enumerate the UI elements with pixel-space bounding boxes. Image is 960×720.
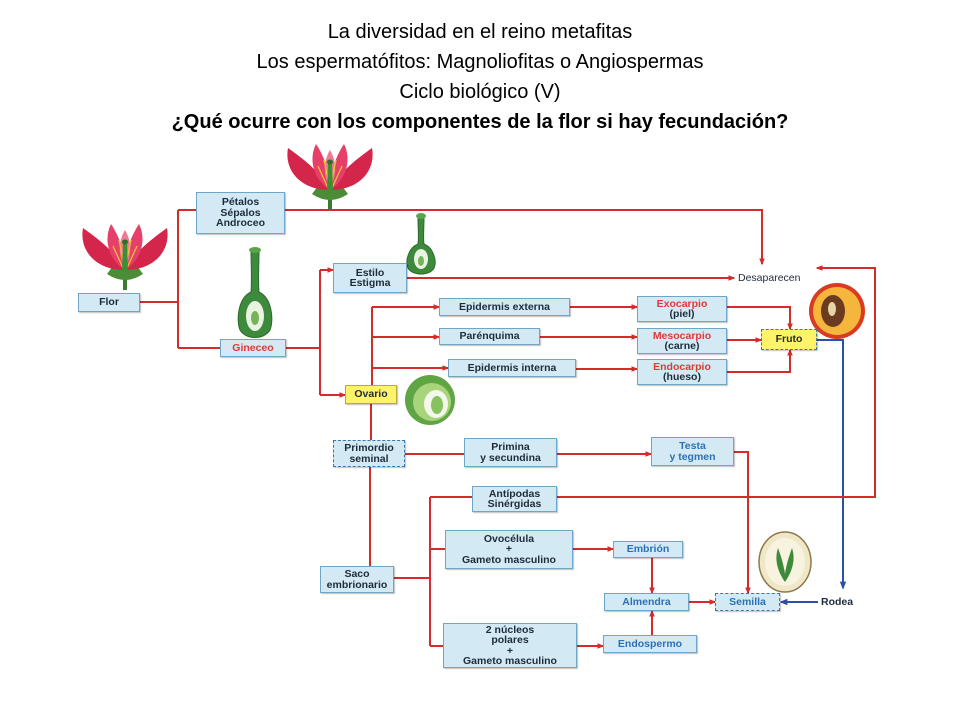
node-testa-line-1: Testa xyxy=(679,440,706,452)
node-endocarpio-line-2: (hueso) xyxy=(663,371,701,383)
node-gineceo: Gineceo xyxy=(220,339,286,357)
label-rodea: Rodea xyxy=(821,596,854,608)
node-saco-line-2: embrionario xyxy=(326,578,388,591)
node-flor-label: Flor xyxy=(99,296,119,309)
node-primordio-line-2: seminal xyxy=(349,452,389,465)
pistil-illustration xyxy=(406,213,436,275)
gynoecium-illustration xyxy=(237,247,273,338)
node-almendra: Almendra xyxy=(604,593,689,611)
node-embrion: Embrión xyxy=(613,541,683,558)
node-estilo-estigma: Estilo Estigma xyxy=(333,263,407,293)
node-flor: Flor xyxy=(78,293,140,312)
node-epidermis-externa-label: Epidermis externa xyxy=(458,300,551,313)
node-exocarpio-line-1: Exocarpio xyxy=(656,297,708,310)
node-ovocelula-gameto: Ovocélula + Gameto masculino xyxy=(445,530,573,569)
connector-testa-semilla xyxy=(734,451,751,595)
node-testa-line-2: y tegmen xyxy=(669,450,716,463)
node-saco-line-1: Saco xyxy=(344,568,370,580)
node-petalos-line-1: Pétalos xyxy=(221,196,260,209)
node-endospermo-label: Endospermo xyxy=(617,637,683,650)
connector-petalos-desaparecen xyxy=(285,209,765,266)
node-exocarpio-line-2: (piel) xyxy=(669,308,695,320)
node-nucleos-line-4: Gameto masculino xyxy=(463,655,557,667)
connector-fruto-rodea xyxy=(817,339,847,590)
node-fruto-label: Fruto xyxy=(775,333,803,346)
node-primordio-line-1: Primordio xyxy=(344,442,394,454)
node-ovocelula-line-3: Gameto masculino xyxy=(462,553,556,566)
slide-title-line-2: Los espermatófitos: Magnoliofitas o Angi… xyxy=(256,51,704,73)
connector-gineceo-trunk xyxy=(286,270,321,395)
node-primina-secundina: Primina y secundina xyxy=(464,438,557,467)
node-ovocelula-line-1: Ovocélula xyxy=(483,532,535,545)
node-ovario-label: Ovario xyxy=(354,388,388,401)
connector-saco-trunk xyxy=(394,497,431,646)
node-endocarpio: Endocarpio (hueso) xyxy=(637,359,727,385)
node-endospermo: Endospermo xyxy=(603,635,697,653)
node-epidermis-interna-label: Epidermis interna xyxy=(467,361,557,374)
node-nucleos-polares-gameto: 2 núcleos polares + Gameto masculino xyxy=(443,623,577,668)
flower-illustration-top xyxy=(286,143,374,211)
node-testa-tegmen: Testa y tegmen xyxy=(651,437,734,466)
node-primina-line-2: y secundina xyxy=(480,451,541,464)
node-saco-embrionario: Saco embrionario xyxy=(320,566,394,593)
node-ovocelula-line-2: + xyxy=(505,543,513,556)
node-semilla: Semilla xyxy=(715,593,780,611)
node-semilla-label: Semilla xyxy=(729,595,766,608)
node-fruto: Fruto xyxy=(761,329,817,350)
node-mesocarpio-line-1: Mesocarpio xyxy=(652,329,712,342)
node-ovario: Ovario xyxy=(345,385,397,404)
node-nucleos-line-2: polares xyxy=(491,634,529,646)
node-endocarpio-line-1: Endocarpio xyxy=(653,360,711,373)
node-primina-line-1: Primina xyxy=(491,441,530,453)
connector-endocarpio-fruto xyxy=(727,348,793,373)
node-embrion-label: Embrión xyxy=(626,543,670,556)
node-petalos-sepalos-androceo: Pétalos Sépalos Androceo xyxy=(196,192,285,234)
node-antipodas-line-1: Antípodas xyxy=(488,487,541,500)
node-primordio-seminal: Primordio seminal xyxy=(333,440,405,467)
connector-antipodas-desaparecen xyxy=(557,265,876,498)
node-gineceo-label: Gineceo xyxy=(232,341,274,354)
slide-title-line-1: La diversidad en el reino metafitas xyxy=(327,21,633,43)
node-epidermis-externa: Epidermis externa xyxy=(439,298,570,316)
node-estilo-line-2: Estigma xyxy=(349,277,391,289)
node-parenquima: Parénquima xyxy=(439,328,540,345)
node-epidermis-interna: Epidermis interna xyxy=(448,359,576,377)
node-petalos-line-3: Androceo xyxy=(215,217,265,230)
connector-exocarpio-fruto xyxy=(727,306,793,331)
peach-fruit-illustration xyxy=(809,283,865,339)
slide-question: ¿Qué ocurre con los componentes de la fl… xyxy=(171,111,789,133)
connector-flor-trunk xyxy=(140,210,179,348)
slide-title-line-3: Ciclo biológico (V) xyxy=(399,81,561,103)
node-petalos-line-2: Sépalos xyxy=(220,206,261,219)
node-exocarpio: Exocarpio (piel) xyxy=(637,296,727,322)
node-estilo-line-1: Estilo xyxy=(355,266,385,279)
flower-illustration-left xyxy=(81,223,169,291)
node-mesocarpio: Mesocarpio (carne) xyxy=(637,328,727,354)
node-almendra-label: Almendra xyxy=(622,595,671,608)
seed-illustration xyxy=(758,531,812,593)
label-desaparecen: Desaparecen xyxy=(738,272,801,284)
node-antipodas-line-2: Sinérgidas xyxy=(487,498,542,510)
node-mesocarpio-line-2: (carne) xyxy=(664,340,700,352)
node-nucleos-line-3: + xyxy=(506,644,514,657)
node-nucleos-line-1: 2 núcleos xyxy=(485,623,535,636)
ovary-section-illustration xyxy=(405,375,455,425)
node-antipodas-sinergidas: Antípodas Sinérgidas xyxy=(472,486,557,512)
node-parenquima-label: Parénquima xyxy=(459,330,520,343)
